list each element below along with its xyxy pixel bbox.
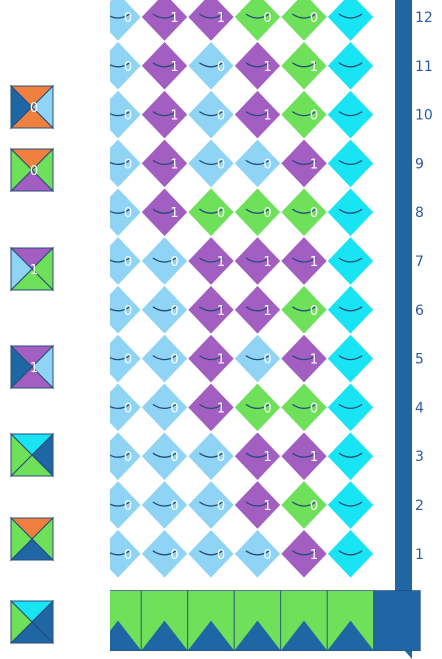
bit-label: 1	[263, 499, 271, 514]
bit-label: 0	[124, 60, 132, 75]
bit-label: 0	[170, 499, 178, 514]
bit-label: 0	[310, 499, 318, 514]
bit-label: 1	[217, 11, 225, 26]
bit-label: 0	[170, 353, 178, 368]
bit-label: 0	[217, 157, 225, 172]
bit-label: 0	[310, 109, 318, 124]
bit-label: 1	[310, 548, 318, 563]
bit-label: 1	[310, 353, 318, 368]
bit-label: 0	[217, 450, 225, 465]
bit-label: 0	[124, 548, 132, 563]
bit-label: 1	[217, 255, 225, 270]
legend-tile-orange-green-bit0: 0	[11, 149, 53, 191]
legend-tile-cyan-corner	[11, 601, 53, 643]
legend-tile-orange-navy	[11, 518, 53, 560]
row-number-label: 6	[415, 303, 424, 319]
bit-label: 0	[217, 206, 225, 221]
bit-label: 0	[310, 206, 318, 221]
bit-label: 1	[170, 109, 178, 124]
bit-label: 0	[170, 401, 178, 416]
bit-label: 0	[310, 11, 318, 26]
legend-tile-purple-sky-bit1b: 1	[11, 346, 53, 388]
row-number-label: 9	[415, 156, 424, 172]
bit-label: 0	[124, 11, 132, 26]
bit-label: 0	[263, 157, 271, 172]
bit-label: 1	[217, 401, 225, 416]
bit-label: 1	[310, 450, 318, 465]
bit-label: 0	[124, 401, 132, 416]
legend-tile-purple-sky-bit1: 1	[11, 248, 53, 290]
bit-label: 1	[170, 60, 178, 75]
legend-bit-label: 1	[30, 361, 38, 376]
bit-label: 0	[124, 157, 132, 172]
row-number-label: 1	[415, 547, 424, 563]
bit-label: 0	[263, 401, 271, 416]
legend-bit-label: 0	[30, 164, 38, 179]
bit-label: 0	[263, 11, 271, 26]
row-number-label: 2	[415, 498, 424, 514]
row-number-label: 8	[415, 205, 424, 221]
bit-label: 1	[310, 157, 318, 172]
legend-tile-cyan-navy	[11, 434, 53, 476]
bit-label: 0	[124, 206, 132, 221]
bit-label: 1	[263, 60, 271, 75]
bit-label: 1	[263, 255, 271, 270]
bit-label: 1	[310, 255, 318, 270]
bit-label: 0	[263, 548, 271, 563]
bit-label: 0	[124, 255, 132, 270]
legend-bit-label: 1	[30, 263, 38, 278]
bit-label: 0	[217, 548, 225, 563]
bit-label: 0	[124, 499, 132, 514]
bit-label: 1	[170, 206, 178, 221]
row-number-label: 11	[415, 59, 433, 75]
row-number-label: 7	[415, 254, 424, 270]
legend-tile-orange-sky-bit0: 0	[11, 86, 53, 128]
bit-label: 1	[310, 60, 318, 75]
seed-row	[110, 591, 420, 651]
bit-label: 0	[124, 450, 132, 465]
row-number-label: 10	[415, 108, 433, 124]
bit-label: 0	[310, 304, 318, 319]
bit-label: 0	[170, 450, 178, 465]
bit-label: 0	[124, 304, 132, 319]
bit-label: 0	[217, 60, 225, 75]
bit-label: 1	[217, 304, 225, 319]
bit-label: 0	[217, 109, 225, 124]
row-number-label: 12	[415, 10, 433, 26]
bit-label: 0	[310, 401, 318, 416]
legend-bit-label: 0	[30, 101, 38, 116]
row-number-label: 4	[415, 400, 424, 416]
legend-panel: 0 0 1 1	[0, 0, 110, 659]
bit-label: 1	[170, 11, 178, 26]
row-number-label: 5	[415, 352, 424, 368]
bit-label: 0	[170, 255, 178, 270]
bit-label: 1	[263, 304, 271, 319]
bit-label: 1	[170, 157, 178, 172]
right-edge-strip	[395, 0, 412, 659]
bit-label: 0	[217, 499, 225, 514]
bit-label: 0	[124, 109, 132, 124]
bit-label: 0	[263, 206, 271, 221]
bit-label: 1	[263, 450, 271, 465]
bit-label: 0	[170, 304, 178, 319]
bit-label: 0	[263, 353, 271, 368]
row-number-label: 3	[415, 449, 424, 465]
bit-label: 0	[170, 548, 178, 563]
bit-label: 0	[124, 353, 132, 368]
bit-label: 1	[217, 353, 225, 368]
bit-label: 1	[263, 109, 271, 124]
